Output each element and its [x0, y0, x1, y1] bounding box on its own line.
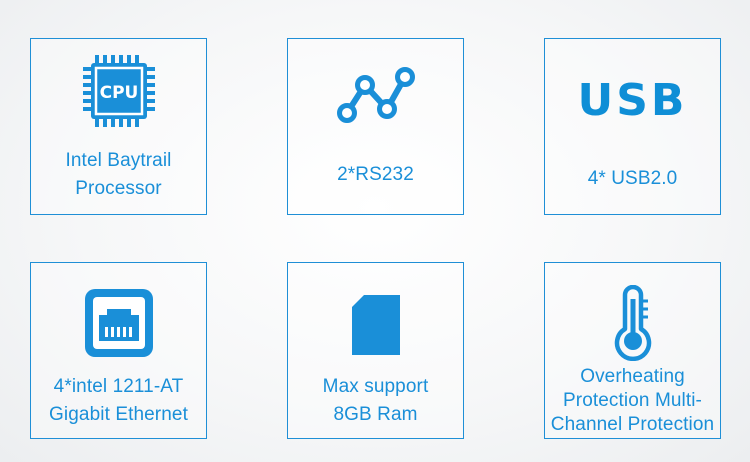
- feature-line: 8GB Ram: [333, 404, 418, 425]
- feature-card-overheating: Overheating Protection Multi- Channel Pr…: [544, 262, 721, 439]
- feature-line: Channel Protection: [550, 414, 715, 435]
- feature-label-usb: 4* USB2.0: [545, 165, 720, 193]
- feature-card-ethernet: 4*intel 1211-AT Gigabit Ethernet: [30, 262, 207, 439]
- feature-card-usb: USB 4* USB2.0: [544, 38, 721, 215]
- feature-card-cpu: CPU Intel Baytrail Processor: [30, 38, 207, 215]
- feature-line: Overheating: [580, 366, 685, 387]
- thermometer-icon: [614, 285, 651, 361]
- feature-line: Intel Baytrail: [65, 150, 172, 171]
- memory-card-icon: [351, 295, 400, 355]
- cpu-icon-label: CPU: [99, 83, 138, 103]
- feature-line: Max support: [322, 376, 429, 397]
- feature-line: Processor: [75, 178, 162, 199]
- feature-label-cpu: Intel Baytrail Processor: [31, 147, 206, 203]
- ethernet-port-icon: [84, 289, 153, 357]
- feature-label-ethernet: 4*intel 1211-AT Gigabit Ethernet: [31, 373, 206, 429]
- feature-line: Protection Multi-: [563, 390, 702, 411]
- cpu-icon: CPU: [82, 55, 155, 127]
- feature-line: Gigabit Ethernet: [49, 404, 188, 425]
- ethernet-icon-wrap: [31, 287, 206, 359]
- serial-icon-wrap: [288, 65, 463, 125]
- feature-label-serial: 2*RS232: [288, 161, 463, 189]
- feature-line: 4* USB2.0: [587, 168, 678, 189]
- serial-port-graph-icon: [336, 67, 415, 123]
- memory-icon-wrap: [288, 293, 463, 357]
- feature-card-serial: 2*RS232: [287, 38, 464, 215]
- usb-icon: USB: [577, 75, 688, 126]
- thermometer-icon-wrap: [545, 285, 720, 361]
- feature-line: 2*RS232: [337, 164, 414, 185]
- usb-icon-wrap: USB: [545, 79, 720, 123]
- feature-label-overheating: Overheating Protection Multi- Channel Pr…: [545, 365, 720, 437]
- feature-label-memory: Max support 8GB Ram: [288, 373, 463, 429]
- cpu-icon-wrap: CPU: [31, 53, 206, 129]
- feature-line: 4*intel 1211-AT: [53, 376, 184, 397]
- feature-card-memory: Max support 8GB Ram: [287, 262, 464, 439]
